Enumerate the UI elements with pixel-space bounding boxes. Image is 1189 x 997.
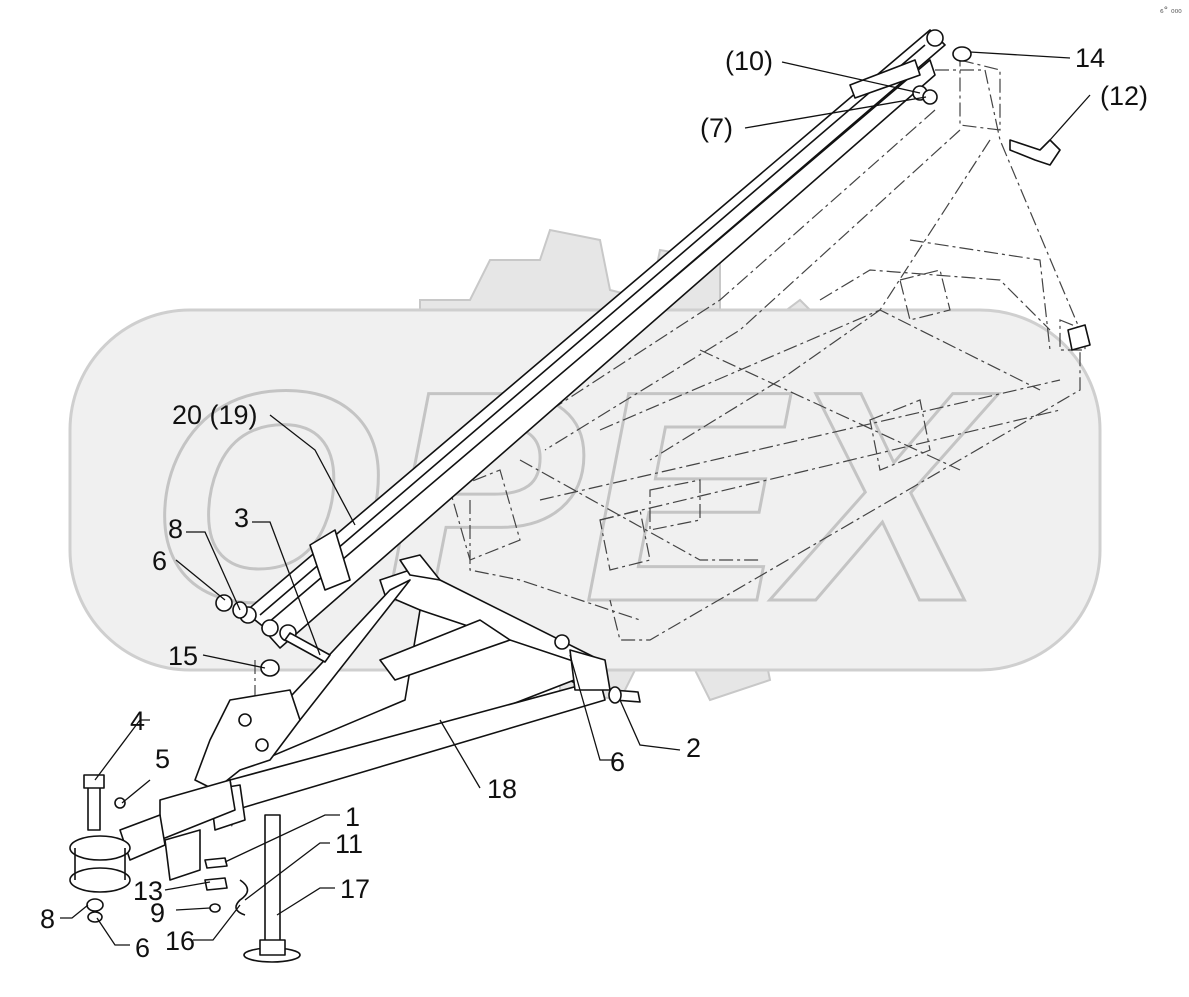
callout-3: 3 — [234, 503, 249, 533]
jack-stand — [243, 814, 301, 963]
callout-6-bottom: 6 — [135, 933, 150, 963]
callout-11: 11 — [335, 829, 363, 859]
callout-8-top: 8 — [168, 514, 183, 544]
callout-8-bottom: 8 — [40, 904, 55, 934]
callout-16: 16 — [165, 926, 195, 956]
callout-6-right: 6 — [610, 747, 625, 777]
callout-17: 17 — [340, 874, 370, 904]
callout-5: 5 — [155, 744, 170, 774]
callout-15: 15 — [168, 641, 198, 671]
link-arm — [239, 29, 946, 649]
callout-20-19: 20 (19) — [172, 400, 258, 430]
upper-pins — [912, 46, 1091, 351]
callout-12: (12) — [1100, 81, 1148, 111]
callout-4: 4 — [130, 706, 145, 736]
leader-lines — [60, 51, 1091, 946]
callout-9: 9 — [150, 898, 165, 928]
callout-labels: (10) 14 (12) (7) 20 (19) 8 3 6 15 4 5 2 … — [40, 43, 1148, 963]
phantom-boom-frame — [229, 59, 1086, 831]
callout-13: 13 — [133, 876, 163, 906]
callout-14: 14 — [1075, 43, 1105, 73]
callout-1: 1 — [345, 802, 360, 832]
callout-18: 18 — [487, 774, 517, 804]
drawbar-frame — [69, 554, 611, 893]
callout-2: 2 — [686, 733, 701, 763]
corner-mark: ₆° ₀₀₀ — [1160, 6, 1182, 16]
callout-10: (10) — [725, 46, 773, 76]
callout-6-left: 6 — [152, 546, 167, 576]
callout-7: (7) — [700, 113, 733, 143]
